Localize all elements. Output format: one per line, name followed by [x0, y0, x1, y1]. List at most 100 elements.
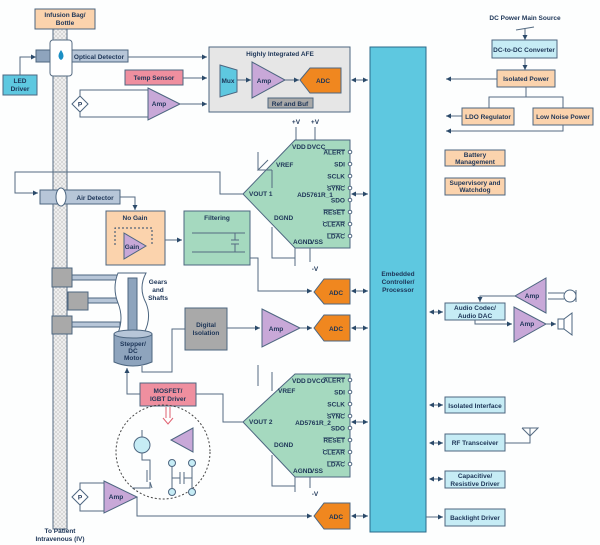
svg-text:MOSFET/: MOSFET/ [154, 388, 183, 395]
svg-text:Amp: Amp [269, 326, 283, 333]
svg-text:Driver: Driver [11, 86, 30, 93]
svg-text:Low Noise Power: Low Noise Power [536, 114, 590, 121]
pin-label-sdi: SDI [334, 390, 345, 397]
svg-text:AD5761R_2: AD5761R_2 [295, 420, 331, 427]
svg-text:AGND: AGND [293, 468, 312, 475]
svg-text:DC: DC [128, 348, 138, 355]
svg-text:VREF: VREF [276, 162, 293, 169]
dac-ad5761r-2: AD5761R_2 VOUT 2 VDD DVCC VREF DGND AGND… [242, 365, 353, 498]
svg-text:Watchdog: Watchdog [459, 187, 490, 194]
svg-text:Digital: Digital [196, 322, 216, 329]
svg-text:Isolation: Isolation [193, 330, 220, 337]
svg-text:DVCC: DVCC [307, 378, 326, 385]
svg-text:Filtering: Filtering [204, 215, 230, 222]
svg-text:Amp: Amp [109, 494, 123, 501]
svg-text:Audio Codec/: Audio Codec/ [454, 305, 496, 312]
svg-text:Isolated Interface: Isolated Interface [448, 403, 502, 410]
svg-text:Stepper/: Stepper/ [120, 341, 146, 348]
svg-text:-V: -V [312, 491, 319, 498]
pin-label-clear: CLEAR [323, 450, 346, 457]
pin-label-ldac: LDAC [327, 234, 345, 241]
svg-text:Isolated Power: Isolated Power [503, 76, 549, 83]
dac-ad5761r-1: AD5761R_1 VOUT 1 VDD DVCC VREF DGND AGND… [242, 119, 353, 273]
adc-2: ADC [313, 314, 351, 342]
amp-triangle [147, 87, 182, 121]
embedded-controller: Embedded Controller/ Processor [369, 46, 427, 533]
pin-ldac [347, 461, 353, 467]
svg-text:AD5761R_1: AD5761R_1 [297, 192, 333, 199]
filtering-block: Filtering [183, 210, 251, 266]
svg-text:and: and [152, 287, 164, 294]
pin-label-alert: ALERT [323, 150, 345, 157]
pin-sync [347, 185, 353, 191]
pin-label-reset: RESET [323, 438, 345, 445]
svg-text:Embedded: Embedded [381, 271, 414, 278]
svg-text:LDO Regulator: LDO Regulator [465, 114, 511, 121]
svg-text:No Gain: No Gain [123, 215, 148, 222]
svg-text:Controller/: Controller/ [382, 279, 415, 286]
svg-text:Motor: Motor [124, 355, 143, 362]
capacitive-resistive-driver: Capacitive/ Resistive Driver [429, 470, 506, 489]
svg-text:Management: Management [455, 159, 496, 166]
svg-text:Infusion Bag/: Infusion Bag/ [44, 12, 85, 19]
svg-text:Capacitive/: Capacitive/ [458, 473, 493, 480]
svg-text:Backlight Driver: Backlight Driver [450, 515, 500, 522]
pin-label-clear: CLEAR [323, 222, 346, 229]
pin-sdo [347, 197, 353, 203]
pin-label-sdo: SDO [331, 198, 345, 205]
pressure-sensor-1: P Amp [71, 87, 182, 121]
pin-alert [347, 149, 353, 155]
svg-text:Shafts: Shafts [148, 295, 168, 302]
pin-label-sclk: SCLK [327, 402, 345, 409]
pin-sdi [347, 161, 353, 167]
svg-text:Supervisory and: Supervisory and [450, 180, 501, 187]
svg-text:DGND: DGND [274, 215, 293, 222]
svg-text:Mux: Mux [222, 78, 235, 85]
svg-text:DC Power Main Source: DC Power Main Source [489, 15, 561, 22]
pin-label-sync: SYNC [327, 186, 345, 193]
temp-sensor-box: Temp Sensor [124, 69, 184, 86]
pin-clear [347, 449, 353, 455]
backlight-driver: Backlight Driver [426, 508, 506, 527]
pin-label-sclk: SCLK [327, 174, 345, 181]
svg-text:AGND: AGND [293, 239, 312, 246]
svg-text:Ref and Buf: Ref and Buf [272, 101, 309, 108]
svg-text:-V: -V [312, 266, 319, 273]
svg-text:P: P [78, 102, 83, 109]
svg-text:Audio DAC: Audio DAC [458, 313, 493, 320]
svg-text:VOUT 1: VOUT 1 [249, 191, 273, 198]
afe-block: Highly Integrated AFE Mux Amp ADC Ref an… [208, 46, 351, 113]
svg-text:LED: LED [14, 78, 27, 85]
pin-alert [347, 377, 353, 383]
infusion-bag-box: Infusion Bag/ Bottle [34, 8, 96, 30]
svg-text:ADC: ADC [329, 326, 343, 333]
air-detector: Air Detector [39, 187, 121, 207]
pin-clear [347, 221, 353, 227]
svg-text:VOUT 2: VOUT 2 [249, 419, 273, 426]
optical-detector: Optical Detector [35, 39, 129, 77]
pin-label-sdi: SDI [334, 162, 345, 169]
svg-text:Air Detector: Air Detector [76, 195, 114, 202]
led-driver-box: LED Driver [2, 74, 38, 96]
pin-ldac [347, 233, 353, 239]
svg-text:Amp: Amp [520, 321, 534, 328]
power-section: DC Power Main Source DC-to-DC Converter … [444, 15, 594, 196]
pin-label-alert: ALERT [323, 378, 345, 385]
no-gain-block: No Gain Gain [105, 210, 166, 266]
pin-sclk [347, 401, 353, 407]
svg-text:Amp: Amp [152, 101, 166, 108]
pin-sclk [347, 173, 353, 179]
svg-text:Temp Sensor: Temp Sensor [134, 75, 175, 82]
amp-2: Amp [261, 308, 302, 348]
mosfet-igbt-driver: MOSFET/ IGBT Driver [139, 382, 197, 407]
svg-text:VSS: VSS [310, 468, 324, 475]
svg-text:VSS: VSS [310, 239, 324, 246]
power-stage-detail [115, 404, 211, 500]
speaker-icon [557, 312, 573, 336]
svg-text:Amp: Amp [525, 293, 539, 300]
pin-sdo [347, 425, 353, 431]
isolated-interface: Isolated Interface [429, 396, 506, 414]
svg-text:RF Transceiver: RF Transceiver [452, 440, 499, 447]
